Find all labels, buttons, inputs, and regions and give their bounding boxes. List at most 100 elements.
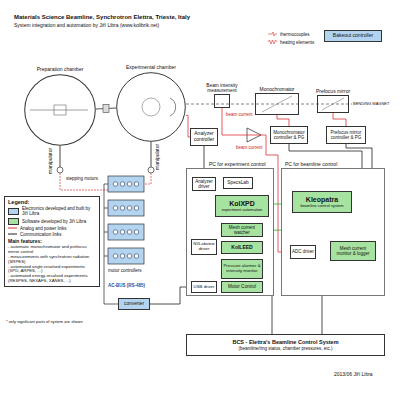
pc-box: PC for beamline controlKleopatrabeamline… (281, 168, 385, 296)
thermocouple-sample (268, 32, 277, 36)
node-heading: PC for beamline control (285, 162, 337, 168)
driver-box: ADC driver (290, 245, 316, 259)
legend-row: Electronics developed and built by Jiří … (8, 206, 96, 216)
node-label: SpecsLab (227, 180, 248, 186)
manipulator-shaft (151, 142, 152, 167)
stepping-motor (57, 167, 63, 173)
node-heading: Preparation chamber (37, 67, 84, 73)
node-label: (beamline/ring status, chamber pressures… (238, 346, 332, 351)
legend-row: Analog and power links (8, 226, 96, 231)
gate-valve (103, 105, 109, 113)
label-text: thermocouples (280, 32, 310, 37)
line-sample-stroke (8, 228, 17, 229)
sample-stage (142, 98, 160, 116)
chamber-outline (25, 75, 96, 146)
bus-stub (104, 256, 108, 257)
node-label: KolXPD (229, 200, 255, 208)
legend-swatch (8, 218, 19, 225)
motor-cable (60, 173, 108, 190)
label-text: manipulator (155, 144, 161, 170)
node-heading: PC for experiment control (209, 162, 266, 168)
connector-label: beam current (225, 112, 254, 117)
legend-text: Electronics developed and built by Jiří … (22, 206, 96, 216)
line-sample (8, 232, 17, 236)
stepping-motor (148, 167, 154, 173)
connector (277, 115, 289, 126)
line-sample (8, 226, 17, 230)
driver-box: USB driver (191, 281, 217, 293)
label-text: stepping motors (66, 176, 98, 181)
software-box: KolLEED (221, 241, 263, 254)
software-box: SpecsLab (223, 177, 253, 189)
node-label: beamline control system (300, 204, 343, 209)
node-label: converter (124, 301, 144, 307)
legend-text: Analog and power links (20, 226, 67, 231)
software-box: Pressure alarmer & intensity monitor (221, 259, 263, 279)
software-box: Mesh current monitor & logger (330, 241, 376, 261)
grating-symbol (262, 96, 292, 112)
controller-box: Prefocus mirror controller & PG (326, 126, 366, 144)
legend-box: Legend:Electronics developed and built b… (4, 196, 100, 287)
line-sample-stroke (8, 234, 17, 235)
legend-row: Communication links (8, 232, 96, 237)
pc-box: PC for experiment controlAnalyzer driver… (186, 168, 274, 296)
chamber-circle: Experimental chamber (116, 72, 186, 142)
legend-label: - automated angle-resolved experiments (… (8, 265, 96, 275)
legend-text: Software developed by Jiří Libra (22, 219, 86, 224)
node-label: Motor Control (228, 284, 256, 289)
legend-label: - automated energy-resolved experiments … (8, 274, 96, 284)
beam-line (186, 104, 352, 105)
analyzer-symbol (170, 98, 176, 116)
software-box: Motor Control (221, 281, 263, 293)
circle-outline (116, 72, 186, 142)
label-text: motor controllers (108, 268, 142, 273)
software-box: KolXPDexperiment automation (215, 195, 269, 217)
node-heading: Prefocus mirror (316, 89, 350, 95)
software-box: Mesh current watcher (221, 223, 263, 237)
chamber-circle: Preparation chamber (24, 74, 96, 146)
connector (333, 113, 346, 126)
driver-box: Analyzer driver (192, 177, 216, 191)
label-text: * only significant parts of system are s… (6, 320, 83, 325)
connector (150, 287, 191, 304)
node-label: Analyzer controller (192, 131, 216, 143)
controller-knobs (112, 180, 140, 260)
node-heading: Monochromator (259, 87, 294, 93)
manipulator-shaft (60, 146, 61, 167)
node-heading: Experimental chamber (126, 65, 176, 71)
node-label: Monochromator controller & PG (272, 130, 306, 140)
node-heading: Beam intensity measurement (202, 83, 242, 94)
title-text: Materials Science Beamline, Synchrotron … (14, 14, 190, 21)
node-label: Kleopatra (306, 196, 338, 204)
legend-text: Communication links (20, 232, 62, 237)
node-label: Mesh current monitor & logger (332, 246, 374, 256)
sample-holder (54, 105, 66, 115)
node-label: experiment automation (222, 208, 263, 213)
node-label: BCS - Elettra's Beamline Control System (232, 339, 338, 345)
mirror-symbol (322, 98, 344, 110)
controller-box: Analyzer controller (190, 128, 218, 146)
node-label: USB driver (194, 285, 215, 290)
node-label: NI/Labview driver (193, 242, 215, 252)
legend-row: Software developed by Jiří Libra (8, 218, 96, 225)
legend-label: - measurements with synchrotron radiatio… (8, 255, 96, 265)
node-label: Pressure alarmer & intensity monitor (223, 264, 261, 274)
label-text: System integration and automation by Jiř… (14, 23, 159, 29)
driver-box: NI/Labview driver (191, 239, 217, 255)
transfer-rod (30, 110, 88, 111)
label-text: heating elements (280, 40, 314, 45)
label-text: AC-BUS (RS-485) (108, 283, 145, 288)
mirror-box: Prefocus mirror (317, 95, 349, 113)
legend-label: - automatic monochromator and prefocus m… (8, 245, 96, 255)
bus-stub (104, 208, 108, 209)
node-label: Mesh current watcher (223, 225, 261, 235)
heating-sample (268, 40, 277, 44)
legend-swatch (8, 208, 19, 215)
label-text: manipulator (48, 148, 54, 174)
node-label: Bakeout controller (333, 33, 373, 39)
node-label: Analyzer driver (194, 179, 214, 189)
controller-box: Bakeout controller (324, 30, 382, 42)
software-box: Kleopatrabeamline control system (292, 191, 352, 213)
